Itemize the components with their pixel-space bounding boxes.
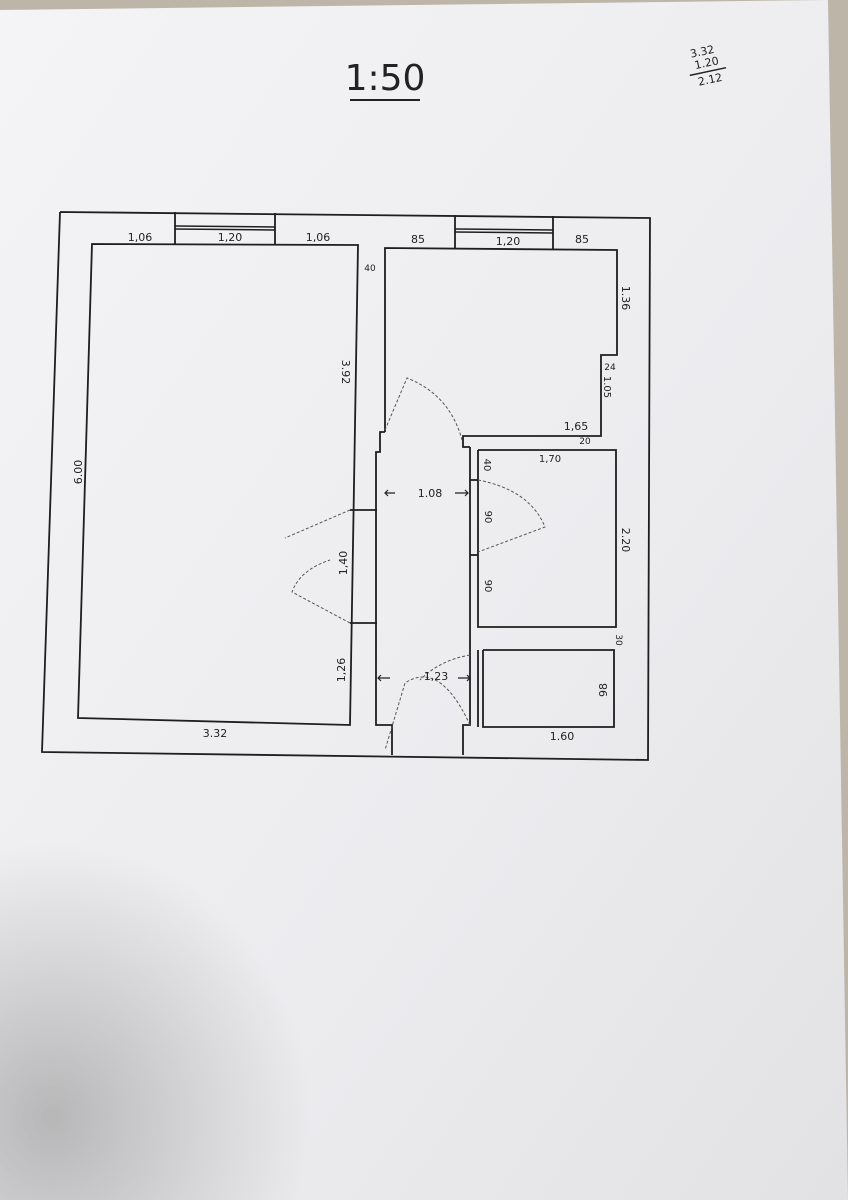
living-room-outline xyxy=(77,243,359,726)
dim-left-room-lower: 1,26 xyxy=(335,658,348,683)
dim-right-room-lower-side: 1.05 xyxy=(601,376,612,398)
dim-left-top-1: 1,06 xyxy=(128,231,153,244)
dim-right-room-bottom: 1,65 xyxy=(564,420,589,433)
dim-overall-height: 6.00 xyxy=(72,460,85,485)
dim-left-top-2: 1,06 xyxy=(306,231,331,244)
corner-calculation: 3.32 1.20 2.12 xyxy=(689,43,727,89)
corridor-right-wall xyxy=(462,447,471,755)
dim-right-top-1: 85 xyxy=(411,233,425,246)
svg-text:1.20: 1.20 xyxy=(693,54,720,72)
dim-wall-30: 30 xyxy=(613,634,623,646)
dim-right-top-2: 85 xyxy=(575,233,589,246)
hand-shadow xyxy=(0,650,520,1200)
dim-bath-door-90b: 90 xyxy=(482,580,493,593)
dim-bath-height: 2.20 xyxy=(619,528,632,553)
dim-bath-wall-40: 40 xyxy=(481,459,492,472)
dim-right-room-offset: 24 xyxy=(604,363,616,373)
wc-outline xyxy=(482,649,615,728)
corridor-left-wall xyxy=(375,431,393,755)
dim-wc-width: 1.60 xyxy=(550,730,575,743)
door-swings xyxy=(284,377,546,751)
dim-wc-height: 98 xyxy=(597,683,610,697)
outer-wall xyxy=(41,211,651,761)
bedroom-outline xyxy=(384,247,618,448)
svg-text:2.12: 2.12 xyxy=(697,71,724,89)
dim-left-room-upper: 3.92 xyxy=(339,360,352,385)
scale-label: 1:50 xyxy=(345,58,426,99)
dim-bath-door-90a: 90 xyxy=(482,511,493,524)
dim-right-window: 1,20 xyxy=(496,235,521,248)
dimension-labels: 1,06 1,20 1,06 85 1,20 85 40 6.00 3.92 1… xyxy=(72,231,632,743)
dim-left-room-width: 3.32 xyxy=(203,727,228,740)
dim-bath-width: 1,70 xyxy=(539,454,561,465)
dim-left-window: 1,20 xyxy=(218,231,243,244)
dim-wall-40: 40 xyxy=(364,264,376,274)
dim-left-room-door: 1,40 xyxy=(337,551,350,576)
dim-corridor-width: 1.08 xyxy=(418,487,443,500)
dim-wall-20: 20 xyxy=(579,437,591,447)
svg-text:3.32: 3.32 xyxy=(689,43,716,61)
dim-right-room-side: 1.36 xyxy=(619,286,632,311)
dimension-arrows xyxy=(377,489,471,682)
bathroom-outline xyxy=(477,449,617,628)
dim-entry-width: 1,23 xyxy=(424,670,449,683)
walls xyxy=(41,211,651,761)
